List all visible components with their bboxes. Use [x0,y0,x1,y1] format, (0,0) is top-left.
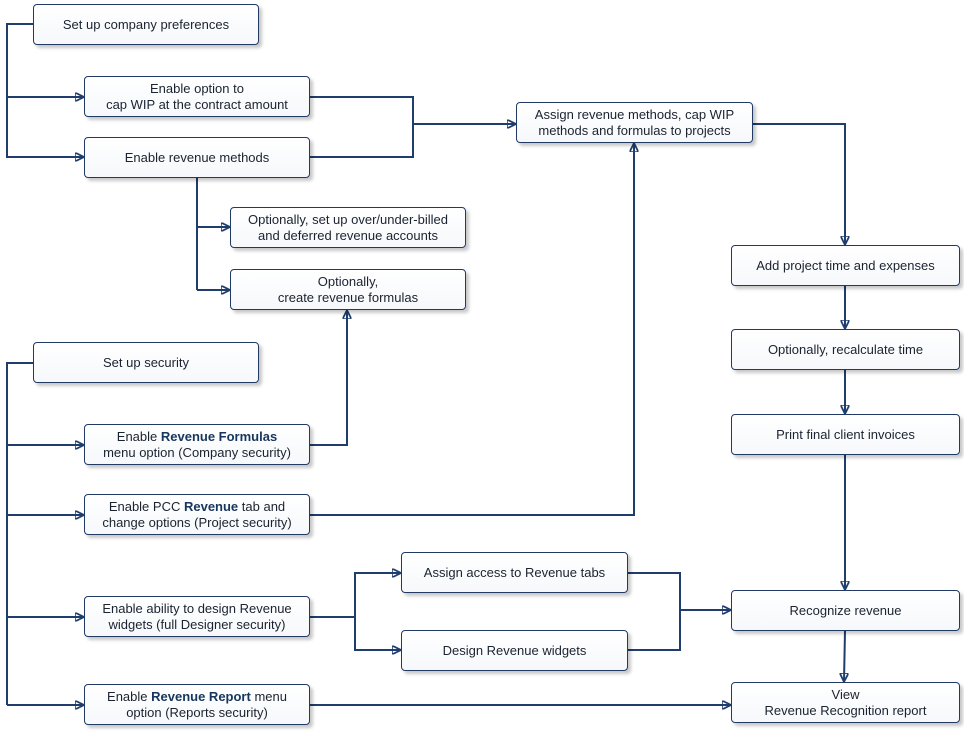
step-label: Assign access to Revenue tabs [423,564,606,580]
connector-prefs-to-cap-wip [6,23,83,97]
step-label: Recognize revenue [789,602,902,618]
step-label: methods and formulas to projects [538,122,731,138]
step-label: Optionally, set up over/under-billed [248,211,448,227]
step-label: create revenue formulas [277,289,419,305]
connector-cap-wip-to-join [310,96,414,158]
step-label: option (Reports security) [126,704,268,720]
step-recalculate-time: Optionally, recalculate time [731,329,960,370]
step-add-time-expenses: Add project time and expenses [731,245,960,286]
step-label: Revenue Recognition report [764,702,927,718]
step-cap-wip-option: Enable option to cap WIP at the contract… [84,76,310,117]
step-label: Enable PCC Revenue tab and [108,498,286,514]
step-report-menu-option: Enable Revenue Report menu option (Repor… [84,684,310,725]
step-company-preferences: Set up company preferences [33,4,259,45]
step-revenue-formulas: Optionally, create revenue formulas [230,269,466,310]
step-assign-access: Assign access to Revenue tabs [401,552,628,593]
step-design-widgets-ability: Enable ability to design Revenue widgets… [84,596,310,637]
connector-access-design-merge [628,572,681,651]
connector-widgets-to-split [310,573,400,618]
step-label: Set up company preferences [62,16,230,32]
step-label: widgets (full Designer security) [108,616,286,632]
step-label: Print final client invoices [776,426,915,442]
step-assign-methods: Assign revenue methods, cap WIP methods … [516,102,753,143]
step-design-widgets: Design Revenue widgets [401,630,628,671]
step-label: Optionally, [317,273,379,289]
step-pcc-revenue-tab: Enable PCC Revenue tab and change option… [84,494,310,535]
step-label: cap WIP at the contract amount [106,96,288,112]
connector-methods-to-accounts [196,177,229,290]
step-formulas-menu-option: Enable Revenue Formulas menu option (Com… [84,424,310,465]
connector-formulas-menu-to-formulas [310,311,347,446]
step-label: Add project time and expenses [756,257,935,273]
step-recognize-revenue: Recognize revenue [731,590,960,631]
step-overunder-accounts: Optionally, set up over/under-billed and… [230,207,466,248]
connector-split-to-design [354,617,400,650]
step-label: and deferred revenue accounts [258,227,438,243]
connector-prefs-to-revenue-methods [6,97,83,157]
step-label: Design Revenue widgets [442,642,587,658]
step-revenue-methods: Enable revenue methods [84,137,310,178]
step-label: menu option (Company security) [103,444,291,460]
step-set-up-security: Set up security [33,342,259,383]
step-label: Optionally, recalculate time [767,341,924,357]
connector-security-trunk [6,362,33,705]
step-label: Set up security [103,354,189,370]
step-label: Enable Revenue Formulas [116,428,278,444]
step-print-invoices: Print final client invoices [731,414,960,455]
step-label: View [831,686,860,702]
connector-pcc-to-assign [310,144,634,516]
connector-assign-to-add-time [753,123,845,244]
connector-recognize-to-view [844,630,845,681]
step-label: Enable Revenue Report menu [107,688,287,704]
step-label: Assign revenue methods, cap WIP [534,106,735,122]
step-view-report: View Revenue Recognition report [731,682,960,723]
step-label: Enable ability to design Revenue [102,600,292,616]
step-label: change options (Project security) [102,514,292,530]
step-label: Enable option to [150,80,244,96]
step-label: Enable revenue methods [124,149,270,165]
